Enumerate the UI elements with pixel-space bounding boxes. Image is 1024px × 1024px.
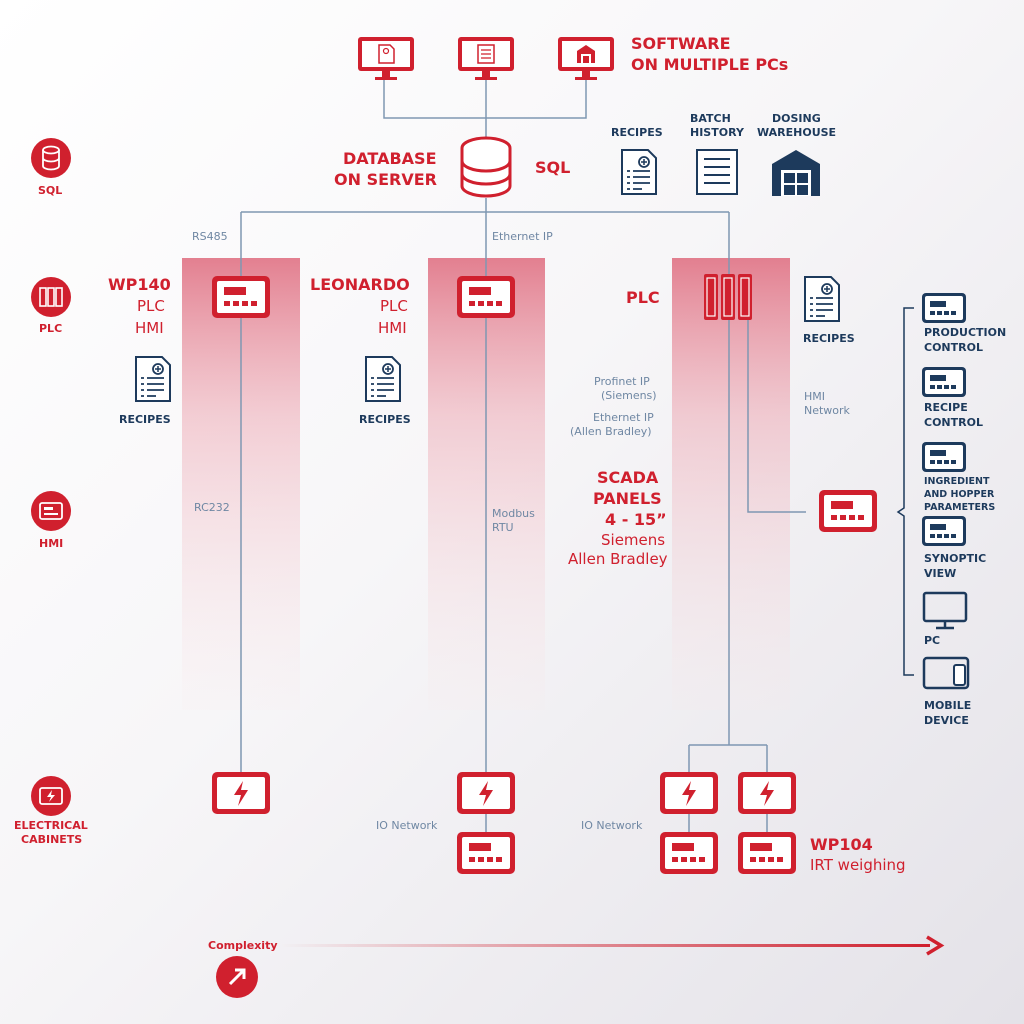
wp140-plc-label: PLC <box>137 297 165 315</box>
synoptic-view-icon <box>922 516 966 546</box>
sql-circle-icon <box>31 138 71 178</box>
rc232-label: RC232 <box>194 501 230 514</box>
database-label-line1: DATABASE <box>343 149 437 168</box>
leonardo-recipes-label: RECIPES <box>359 413 411 426</box>
monitor-icon <box>358 37 414 80</box>
hmi-network-label-line2: Network <box>804 404 850 417</box>
profinet-label-line1: Profinet IP <box>594 375 650 388</box>
cabinet-icon <box>457 772 515 814</box>
ingredient-parameters-icon <box>922 442 966 472</box>
batch-history-label-line2: HISTORY <box>690 126 744 139</box>
connection-lines <box>240 80 806 832</box>
plc-rack-icon <box>704 274 752 320</box>
scada-size: 4 - 15” <box>605 510 667 529</box>
cabinet-icon <box>212 772 270 814</box>
leonardo-hmi-label: HMI <box>378 319 407 337</box>
recipes-icon <box>135 356 171 402</box>
cabinet-circle-icon <box>31 776 71 816</box>
ingredient-line3: PARAMETERS <box>924 502 996 513</box>
leonardo-panel-icon <box>457 276 515 318</box>
mobile-device-icon <box>922 656 970 690</box>
complexity-arrow <box>280 935 945 956</box>
dosing-warehouse-label-line2: WAREHOUSE <box>757 126 837 139</box>
sidebar-sql-label: SQL <box>38 184 63 197</box>
sidebar-plc-label: PLC <box>39 322 63 335</box>
leonardo-title: LEONARDO <box>310 275 410 294</box>
recipe-control-line1: RECIPE <box>924 401 968 414</box>
wp140-hmi-label: HMI <box>135 319 164 337</box>
leonardo-plc-label: PLC <box>380 297 408 315</box>
ethernet-ab-label-line2: (Allen Bradley) <box>570 425 652 438</box>
recipes-icon <box>621 149 657 195</box>
cabinet-icon <box>738 772 796 814</box>
mobile-device-line2: DEVICE <box>924 714 969 727</box>
warehouse-icon <box>772 150 820 196</box>
synoptic-view-line1: SYNOPTIC <box>924 552 987 565</box>
ethernet-ip-label: Ethernet IP <box>492 230 553 243</box>
rs485-label: RS485 <box>192 230 228 243</box>
batch-history-label-line1: BATCH <box>690 112 731 125</box>
production-control-line2: CONTROL <box>924 341 983 354</box>
scada-panel-icon <box>819 490 877 532</box>
io-network-label: IO Network <box>581 819 643 832</box>
modbus-label-line1: Modbus <box>492 507 535 520</box>
plc-title: PLC <box>626 288 660 307</box>
monitor-icon <box>558 37 614 80</box>
scada-allen-bradley: Allen Bradley <box>568 550 668 568</box>
recipe-control-line2: CONTROL <box>924 416 983 429</box>
software-title-line1: SOFTWARE <box>631 34 731 53</box>
plc-recipes-label: RECIPES <box>803 332 855 345</box>
sidebar-hmi-label: HMI <box>39 537 64 550</box>
production-control-icon <box>922 293 966 323</box>
batch-history-icon <box>696 149 738 195</box>
column-band-plc <box>672 258 790 710</box>
plc-circle-icon <box>31 277 71 317</box>
complexity-label: Complexity <box>208 939 278 952</box>
modbus-label-line2: RTU <box>492 521 514 534</box>
cabinet-icon <box>660 772 718 814</box>
mobile-device-line1: MOBILE <box>924 699 972 712</box>
ingredient-line1: INGREDIENT <box>924 476 990 487</box>
recipes-icon <box>804 276 840 322</box>
ingredient-line2: AND HOPPER <box>924 489 995 500</box>
io-panel-icon <box>660 832 718 874</box>
io-network-label: IO Network <box>376 819 438 832</box>
complexity-circle-icon <box>216 956 258 998</box>
dosing-warehouse-label-line1: DOSING <box>772 112 821 125</box>
database-label-line2: ON SERVER <box>334 170 437 189</box>
monitor-icon <box>458 37 514 80</box>
ethernet-ab-label-line1: Ethernet IP <box>593 411 654 424</box>
production-control-line1: PRODUCTION <box>924 326 1007 339</box>
recipes-icon <box>365 356 401 402</box>
wp140-panel-icon <box>212 276 270 318</box>
synoptic-view-line2: VIEW <box>924 567 957 580</box>
io-panel-icon <box>457 832 515 874</box>
scada-title-line1: SCADA <box>597 468 659 487</box>
wp140-title: WP140 <box>108 275 171 294</box>
scada-siemens: Siemens <box>601 531 666 549</box>
wp104-title: WP104 <box>810 835 873 854</box>
irt-weighing-label: IRT weighing <box>810 856 906 874</box>
hmi-circle-icon <box>31 491 71 531</box>
sidebar-cabinets-label-line1: ELECTRICAL <box>14 819 88 832</box>
hmi-network-label-line1: HMI <box>804 390 826 403</box>
profinet-label-line2: (Siemens) <box>601 389 657 402</box>
database-icon <box>460 136 512 198</box>
software-title-line2: ON MULTIPLE PCs <box>631 55 789 74</box>
recipe-control-icon <box>922 367 966 397</box>
right-bracket <box>896 307 914 676</box>
scada-title-line2: PANELS <box>593 489 662 508</box>
io-panel-icon <box>738 832 796 874</box>
pc-monitor-icon <box>922 591 968 630</box>
wp140-recipes-label: RECIPES <box>119 413 171 426</box>
pc-label: PC <box>924 634 941 647</box>
sidebar-cabinets-label-line2: CABINETS <box>21 833 83 846</box>
sql-label: SQL <box>535 158 571 177</box>
top-recipes-label: RECIPES <box>611 126 663 139</box>
